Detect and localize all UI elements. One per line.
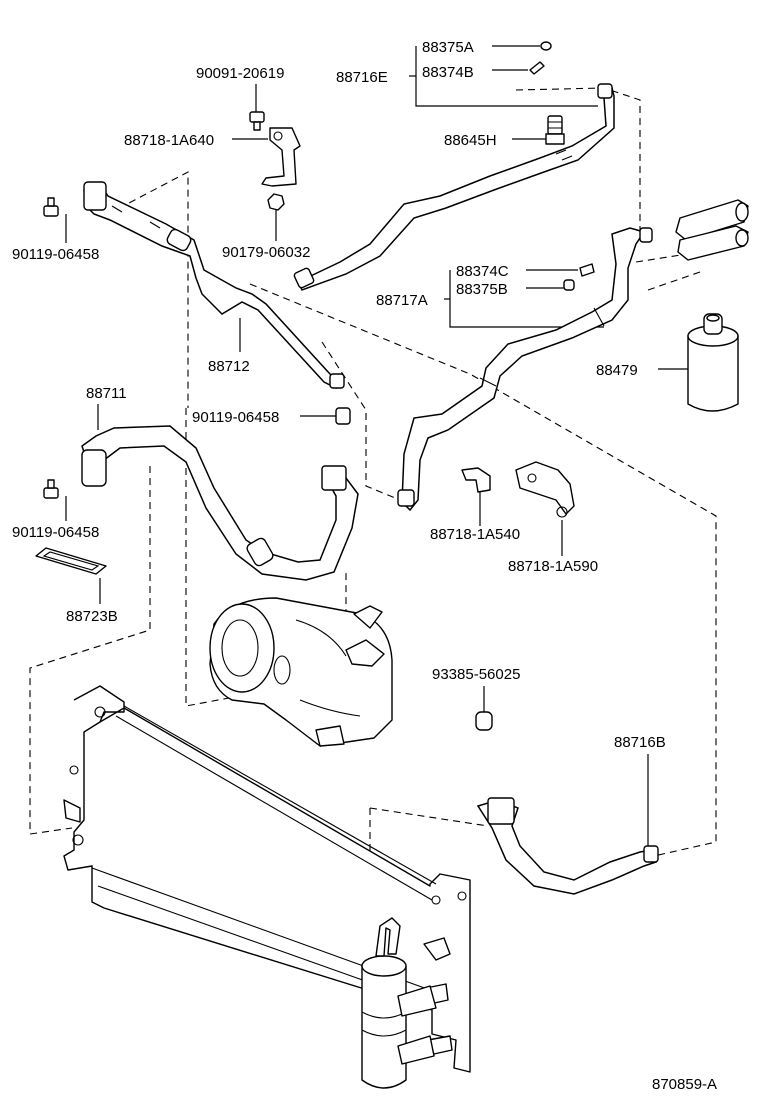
- label-88374C: 88374C: [456, 263, 509, 280]
- part-88711-hose: [81, 425, 359, 581]
- part-88375B-cap: [563, 279, 575, 291]
- part-88712-suction-hose: [83, 181, 345, 390]
- label-88479: 88479: [596, 362, 638, 379]
- part-90091-20619-bolt: [249, 111, 265, 131]
- part-88723B-gasket: [35, 547, 107, 575]
- part-90179-06032-nut: [267, 193, 285, 211]
- label-90119-06458-left: 90119-06458: [12, 524, 99, 541]
- label-93385-56025: 93385-56025: [432, 666, 520, 683]
- label-90119-06458-mid: 90119-06458: [192, 409, 279, 426]
- label-88718-1A590: 88718-1A590: [508, 558, 598, 575]
- label-90179-06032: 90179-06032: [222, 244, 310, 261]
- part-88718-1A590-clamp: [515, 461, 575, 518]
- label-88717A: 88717A: [376, 292, 428, 309]
- part-pipe-fitting-top-right: [675, 199, 749, 261]
- part-88375A-cap: [540, 41, 552, 51]
- part-88718-1A640-clamp: [261, 127, 301, 187]
- label-88712: 88712: [208, 358, 250, 375]
- label-88718-1A540: 88718-1A540: [430, 526, 520, 543]
- part-condenser-receiver-tank: [361, 917, 437, 1089]
- part-88717A-hose: [397, 227, 653, 512]
- part-88374B-valve-core: [529, 61, 545, 75]
- part-88374C-valve-core: [579, 263, 595, 277]
- part-88716B-hose: [476, 797, 659, 895]
- label-88716B: 88716B: [614, 734, 666, 751]
- part-88716E-discharge-hose: [293, 83, 615, 291]
- label-90091-20619: 90091-20619: [196, 65, 284, 82]
- part-88718-1A540-clamp: [461, 467, 491, 493]
- label-88716E: 88716E: [336, 69, 388, 86]
- part-90119-06458-bolt-upper: [43, 197, 59, 217]
- label-88375A: 88375A: [422, 39, 474, 56]
- part-88479-receiver-dryer: [687, 313, 739, 412]
- part-90119-06458-bolt-left: [43, 479, 59, 499]
- label-88375B: 88375B: [456, 281, 508, 298]
- label-88718-1A640: 88718-1A640: [124, 132, 214, 149]
- label-88645H: 88645H: [444, 132, 497, 149]
- part-90119-06458-bolt-mid: [335, 407, 351, 425]
- diagram-reference-code: 870859-A: [652, 1076, 717, 1093]
- label-88723B: 88723B: [66, 608, 118, 625]
- part-compressor: [209, 597, 393, 747]
- part-88645H-pressure-switch: [545, 115, 565, 145]
- label-88711: 88711: [86, 385, 127, 402]
- label-88374B: 88374B: [422, 64, 474, 81]
- leader-lines: [65, 45, 688, 850]
- label-90119-06458-top: 90119-06458: [12, 246, 99, 263]
- part-93385-56025-o-ring: [475, 711, 493, 731]
